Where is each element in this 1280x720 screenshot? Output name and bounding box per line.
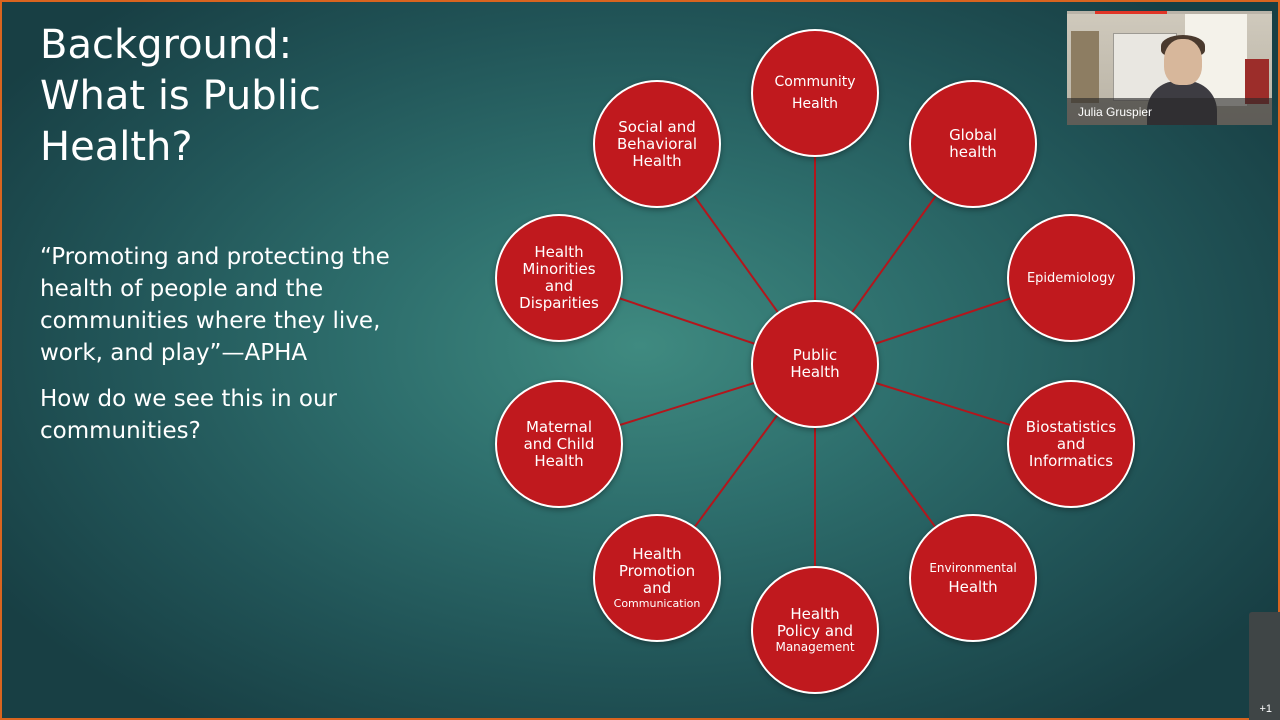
participant-video-tile[interactable]: Julia Gruspier bbox=[1067, 11, 1272, 125]
node-label: Health bbox=[948, 578, 998, 596]
slide-title-line: Background: bbox=[40, 22, 293, 68]
node-label: Global bbox=[949, 126, 997, 144]
node-social-and-behavioral-health: Social and Behavioral Health bbox=[593, 80, 721, 208]
slide-title: Background: What is Public Health? bbox=[40, 20, 420, 173]
node-label: Epidemiology bbox=[1026, 270, 1116, 286]
node-label: Management bbox=[775, 640, 855, 654]
node-community-health: Community Health bbox=[751, 29, 879, 157]
node-label: Health bbox=[534, 243, 584, 261]
node-maternal-and-child-health: Maternal and Child Health bbox=[495, 380, 623, 508]
node-global-health: Global health bbox=[909, 80, 1037, 208]
node-label: Promotion bbox=[618, 561, 696, 580]
node-label: Minorities bbox=[522, 260, 596, 278]
node-environmental-health: Environmental Health bbox=[909, 514, 1037, 642]
node-label: health bbox=[949, 143, 997, 161]
node-label: Maternal bbox=[525, 417, 592, 436]
node-label: and bbox=[544, 277, 574, 295]
participant-name: Julia Gruspier bbox=[1078, 105, 1153, 119]
node-label: Health bbox=[792, 96, 838, 112]
node-biostatistics-and-informatics: Biostatistics and Informatics bbox=[1007, 380, 1135, 508]
participant-face bbox=[1164, 39, 1202, 85]
node-label: Communication bbox=[613, 596, 701, 610]
center-node-public-health: Public Health bbox=[751, 300, 879, 428]
discussion-question: How do we see this in our communities? bbox=[40, 386, 338, 444]
node-label: and bbox=[642, 578, 672, 597]
node-health-promotion-and-communication: Health Promotion and Communication bbox=[593, 514, 721, 642]
node-label: Social and bbox=[618, 117, 696, 136]
node-label: Policy and bbox=[776, 622, 854, 640]
center-label-line: Public bbox=[792, 346, 838, 364]
slide-title-line: Health? bbox=[40, 124, 193, 170]
node-label: Behavioral bbox=[617, 134, 697, 153]
more-participants-count: +1 bbox=[1259, 703, 1272, 715]
node-label: Health bbox=[632, 544, 682, 563]
apha-quote: “Promoting and protecting the health of … bbox=[40, 244, 390, 366]
video-object bbox=[1245, 59, 1269, 104]
node-label: Disparities bbox=[519, 294, 599, 312]
node-label: and bbox=[1056, 434, 1086, 453]
node-health-minorities-and-disparities: Health Minorities and Disparities bbox=[495, 214, 623, 342]
active-speaker-indicator bbox=[1095, 11, 1167, 14]
node-label: Biostatistics bbox=[1025, 417, 1117, 436]
center-label-line: Health bbox=[790, 363, 840, 381]
node-epidemiology: Epidemiology bbox=[1007, 214, 1135, 342]
video-shelf bbox=[1071, 31, 1099, 103]
node-label: Health bbox=[534, 451, 584, 470]
node-label: Informatics bbox=[1028, 451, 1114, 470]
participant-name-bar bbox=[1067, 98, 1272, 125]
node-label: Community bbox=[774, 74, 856, 90]
more-participants-button[interactable]: +1 bbox=[1249, 612, 1280, 720]
node-health-policy-and-management: Health Policy and Management bbox=[751, 566, 879, 694]
node-label: Health bbox=[632, 151, 682, 170]
slide-title-line: What is Public bbox=[40, 73, 321, 119]
node-label: Environmental bbox=[929, 561, 1017, 575]
node-label: and Child bbox=[523, 434, 595, 453]
node-label: Health bbox=[790, 605, 840, 623]
